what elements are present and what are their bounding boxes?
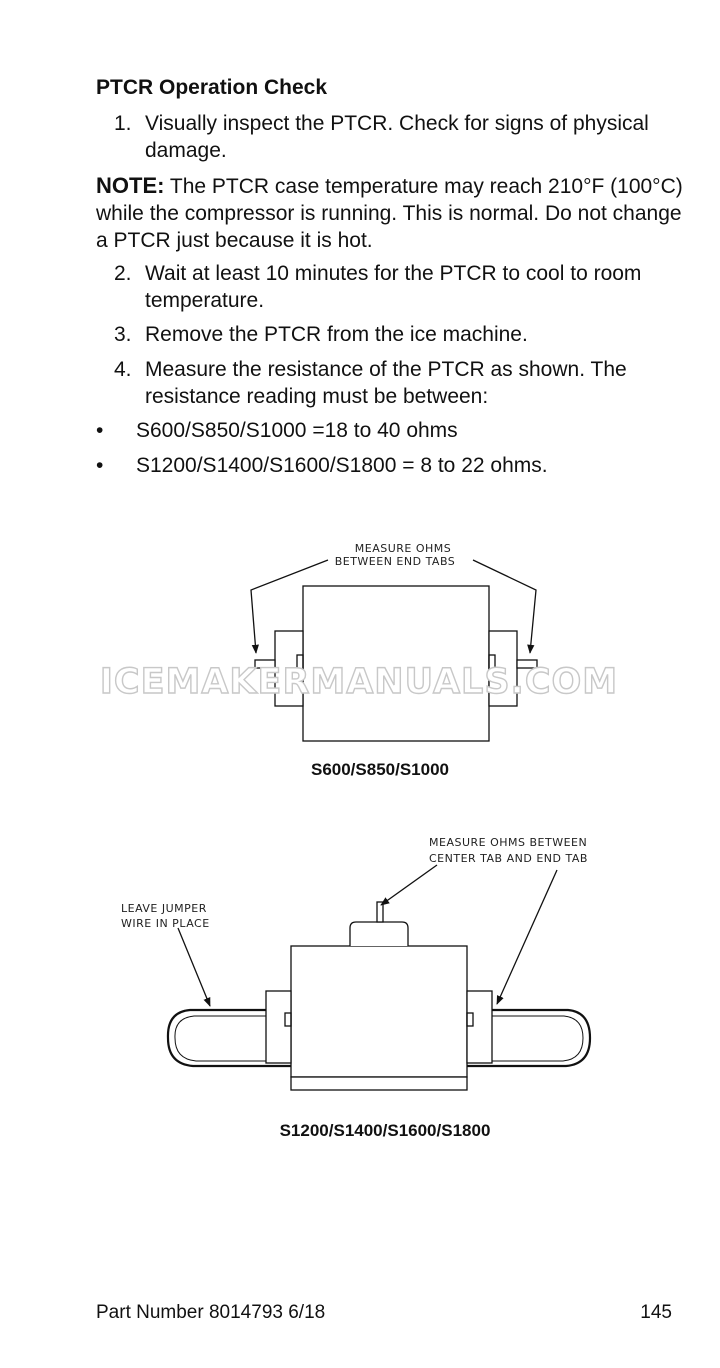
figure2-callout-left-line1: LEAVE JUMPER [121,902,207,915]
jumper-wire-arrow [177,927,211,1007]
figure2-callout-right-line1: MEASURE OHMS BETWEEN [429,836,587,849]
ptcr-center-tab-housing [349,921,409,946]
step-number: 2. [114,262,132,285]
step-text: Wait at least 10 minutes for the PTCR to… [145,262,642,312]
center-tab-arrow [380,864,438,906]
note-paragraph: NOTE: The PTCR case temperature may reac… [96,172,686,254]
bullet-item-2: • S1200/S1400/S1600/S1800 = 8 to 22 ohms… [96,452,676,479]
jumper-wire-right-inner [467,1015,584,1062]
ptcr-body [302,585,490,742]
jumper-wire-left-inner [174,1015,291,1062]
ptcr-right-flange-2 [466,990,493,1064]
step-number: 3. [114,323,132,346]
jumper-wire-right [467,1008,592,1068]
ptcr-center-tab [376,901,384,923]
ptcr-left-end-tab [254,659,276,669]
step-number: 1. [114,112,132,135]
figure1-callout-line1: MEASURE OHMS [355,542,452,555]
ptcr-right-end-tab [516,659,538,669]
step-text: Remove the PTCR from the ice machine. [145,323,528,346]
left-arrow [250,559,329,654]
jumper-wire-left [166,1008,291,1068]
watermark-text: ICEMAKERMANUALS.COM [100,662,618,702]
ptcr-body-2 [290,945,468,1078]
step-2: 2. Wait at least 10 minutes for the PTCR… [114,260,674,314]
ptcr-figure-1: MEASURE OHMS BETWEEN END TABS [250,542,538,742]
ptcr-left-flange-2 [265,990,292,1064]
note-text: The PTCR case temperature may reach 210°… [96,175,683,252]
ptcr-base-plate [290,1076,468,1091]
ptcr-left-slot [296,654,304,670]
bullet-text: S1200/S1400/S1600/S1800 = 8 to 22 ohms. [136,454,548,477]
ptcr-figure-2: MEASURE OHMS BETWEEN CENTER TAB AND END … [121,836,592,1091]
ptcr-right-slot [488,654,496,670]
note-label: NOTE: [96,173,165,198]
ptcr-left-slot-2 [284,1012,292,1027]
right-arrow [472,559,537,654]
bullet-dot: • [96,454,104,477]
step-3: 3. Remove the PTCR from the ice machine. [114,321,674,348]
end-tab-arrow [496,869,558,1005]
figure2-callout-right-line2: CENTER TAB AND END TAB [429,852,588,865]
ptcr-right-flange [488,630,518,707]
step-text: Measure the resistance of the PTCR as sh… [145,358,627,408]
step-text: Visually inspect the PTCR. Check for sig… [145,112,649,162]
footer-page-number: 145 [640,1302,672,1323]
footer-part-number: Part Number 8014793 6/18 [96,1302,326,1323]
ptcr-left-flange [274,630,304,707]
section-heading: PTCR Operation Check [96,76,328,99]
step-4: 4. Measure the resistance of the PTCR as… [114,356,674,410]
step-1: 1. Visually inspect the PTCR. Check for … [114,110,674,164]
bullet-dot: • [96,419,104,442]
figure2-callout-left-line2: WIRE IN PLACE [121,917,210,930]
figure1-caption: S600/S850/S1000 [310,760,449,779]
bullet-item-1: • S600/S850/S1000 =18 to 40 ohms [96,417,676,444]
bullet-text: S600/S850/S1000 =18 to 40 ohms [136,419,458,442]
figure2-caption: S1200/S1400/S1600/S1800 [279,1121,491,1140]
figure1-callout-line2: BETWEEN END TABS [335,555,456,568]
step-number: 4. [114,358,132,381]
ptcr-right-slot-2 [466,1012,474,1027]
